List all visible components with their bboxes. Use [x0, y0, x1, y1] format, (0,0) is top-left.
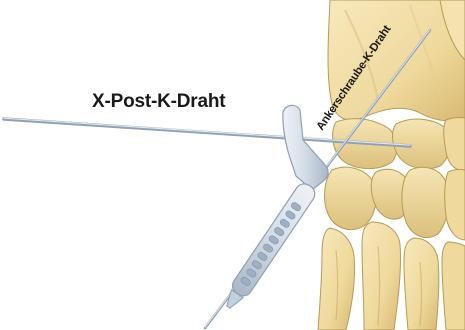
trapezium-bone: [325, 167, 377, 229]
fourth-metacarpal-bone: [442, 242, 465, 330]
x-post-wire-label: X-Post-K-Draht: [92, 91, 226, 112]
second-metacarpal-bone: [362, 222, 401, 330]
capitate-bone: [402, 167, 449, 237]
triquetrum-bone: [444, 118, 465, 171]
wrist-bones-illustration: [318, 0, 465, 330]
hamate-bone: [445, 170, 465, 241]
